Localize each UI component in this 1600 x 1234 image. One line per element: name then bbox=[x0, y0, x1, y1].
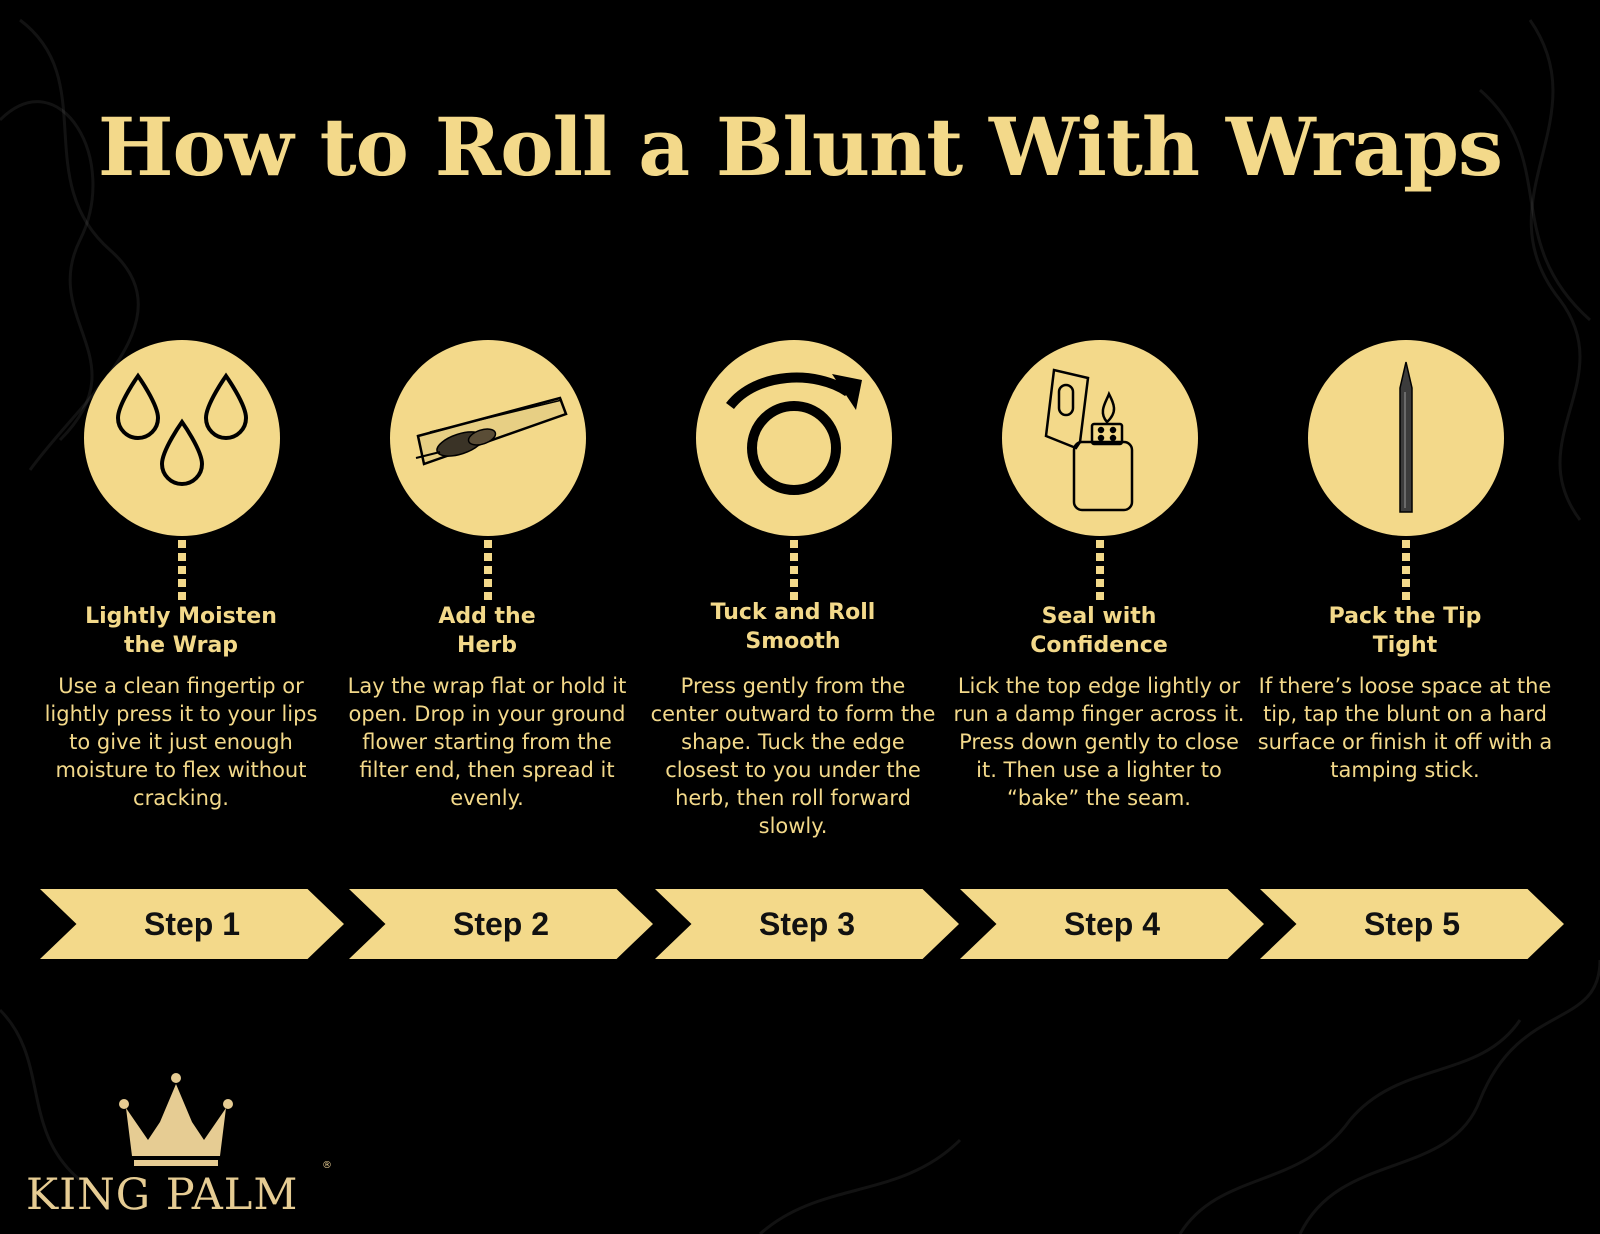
step-4: Seal with Confidence Lick the top edge l… bbox=[954, 340, 1244, 860]
step-3-title: Tuck and Roll Smooth bbox=[710, 600, 876, 654]
step-5-title: Pack the Tip Tight bbox=[1328, 604, 1482, 658]
step-5-chevron: Step 5 bbox=[1260, 889, 1564, 959]
crown-icon bbox=[119, 1073, 233, 1166]
step-2-description: Lay the wrap flat or hold it open. Drop … bbox=[347, 674, 627, 810]
step-3-description: Press gently from the center outward to … bbox=[650, 674, 936, 838]
step-3: Tuck and Roll Smooth Press gently from t… bbox=[648, 340, 938, 860]
brand-name: KING PALM bbox=[26, 1170, 299, 1220]
roll-arrow-icon bbox=[726, 372, 862, 495]
step-1-title: Lightly Moisten the Wrap bbox=[85, 604, 277, 658]
step-1-icon-circle bbox=[84, 340, 280, 536]
step-5-description: If there’s loose space at the tip, tap t… bbox=[1257, 674, 1553, 782]
step-3-icon-circle bbox=[696, 340, 892, 536]
step-5-label: Step 5 bbox=[1363, 906, 1461, 942]
step-5-icon-circle bbox=[1308, 340, 1504, 536]
step-2: Add the Herb Lay the wrap flat or hold i… bbox=[342, 340, 632, 860]
open-wrap-icon bbox=[415, 396, 568, 466]
step-1-connector bbox=[178, 540, 186, 600]
step-3-chevron: Step 3 bbox=[655, 889, 959, 959]
registered-mark: ® bbox=[322, 1160, 332, 1171]
water-drops-icon bbox=[115, 372, 249, 486]
step-2-title: Add the Herb bbox=[438, 604, 536, 658]
step-2-label: Step 2 bbox=[452, 906, 550, 942]
step-4-icon-circle bbox=[1002, 340, 1198, 536]
step-4-description: Lick the top edge lightly or run a damp … bbox=[953, 674, 1245, 810]
step-4-title: Seal with Confidence bbox=[1030, 604, 1168, 658]
tamping-stick-icon bbox=[1399, 361, 1413, 513]
step-1: Lightly Moisten the Wrap Use a clean fin… bbox=[36, 340, 326, 860]
brand-logo: KING PALM ® bbox=[22, 1070, 342, 1230]
step-5: Pack the Tip Tight If there’s loose spac… bbox=[1258, 340, 1552, 860]
step-3-connector bbox=[790, 540, 798, 600]
step-1-chevron: Step 1 bbox=[40, 889, 344, 959]
step-2-connector bbox=[484, 540, 492, 600]
lighter-icon bbox=[1044, 368, 1134, 512]
step-4-label: Step 4 bbox=[1063, 906, 1161, 942]
step-2-icon-circle bbox=[390, 340, 586, 536]
step-2-chevron: Step 2 bbox=[349, 889, 653, 959]
step-1-description: Use a clean fingertip or lightly press i… bbox=[44, 674, 318, 810]
step-3-label: Step 3 bbox=[758, 906, 856, 942]
step-5-connector bbox=[1402, 540, 1410, 600]
step-4-connector bbox=[1096, 540, 1104, 600]
page-title: How to Roll a Blunt With Wraps bbox=[97, 100, 1503, 194]
step-4-chevron: Step 4 bbox=[960, 889, 1264, 959]
step-1-label: Step 1 bbox=[143, 906, 241, 942]
